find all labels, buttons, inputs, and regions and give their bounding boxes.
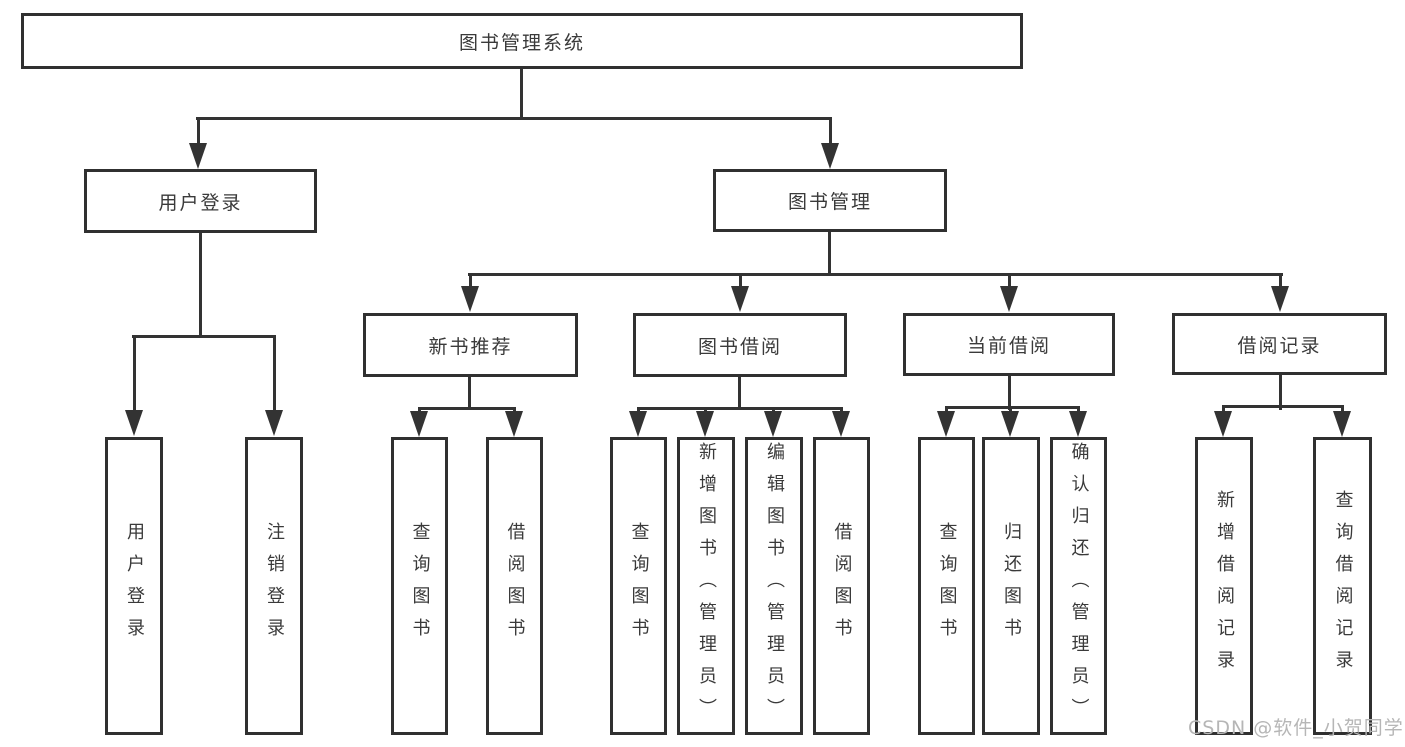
- leaf-borrow-edit-admin: 编辑图书（管理员）: [745, 437, 803, 735]
- connector-new-book-trunk: [468, 377, 471, 410]
- connector-book-borrow-trunk: [738, 377, 741, 410]
- node-user-login: 用户登录: [84, 169, 317, 233]
- leaf-newbook-query: 查询图书: [391, 437, 448, 735]
- leaf-newbook-query-label: 查询图书: [409, 522, 431, 650]
- arrowhead-borrow-add: [696, 411, 714, 437]
- connector-stem-borrow-query: [637, 407, 640, 413]
- connector-stem-current-return: [1009, 406, 1012, 413]
- leaf-current-return: 归还图书: [982, 437, 1040, 735]
- connector-stem-leaf-logout: [273, 335, 276, 412]
- node-borrow-records: 借阅记录: [1172, 313, 1387, 375]
- leaf-borrow-borrow-label: 借阅图书: [831, 522, 853, 650]
- connector-root-trunk: [520, 69, 523, 120]
- arrowhead-records-query: [1333, 411, 1351, 437]
- connector-stem-current-confirm: [1077, 406, 1080, 413]
- arrowhead-new-book: [461, 286, 479, 312]
- connector-stem-borrow-records: [1279, 273, 1282, 288]
- leaf-borrow-add-admin-label: 新增图书（管理员）: [696, 442, 717, 730]
- leaf-records-add: 新增借阅记录: [1195, 437, 1253, 735]
- connector-stem-current-borrow: [1008, 273, 1011, 288]
- node-current-borrow-label: 当前借阅: [966, 335, 1051, 357]
- leaf-logout: 注销登录: [245, 437, 303, 735]
- connector-stem-newbook-borrow: [513, 407, 516, 413]
- connector-new-book-bus: [418, 407, 516, 410]
- connector-stem-borrow-add: [704, 407, 707, 413]
- leaf-records-query-label: 查询借阅记录: [1332, 490, 1354, 682]
- leaf-current-confirm-admin: 确认归还（管理员）: [1050, 437, 1107, 735]
- node-new-book-recommend-label: 新书推荐: [428, 335, 513, 358]
- arrowhead-borrow-query: [629, 411, 647, 437]
- node-book-management-label: 图书管理: [787, 191, 872, 213]
- connector-level2-bus: [196, 117, 832, 120]
- arrowhead-newbook-borrow: [505, 411, 523, 437]
- connector-level3-bus: [468, 273, 1283, 276]
- connector-stem-current-query: [945, 406, 948, 413]
- leaf-borrow-query-label: 查询图书: [628, 522, 650, 650]
- leaf-borrow-add-admin: 新增图书（管理员）: [677, 437, 735, 735]
- connector-borrow-records-bus: [1222, 405, 1344, 408]
- arrowhead-leaf-login: [125, 410, 143, 436]
- arrowhead-current-return: [1001, 411, 1019, 437]
- arrowhead-current-borrow: [1000, 286, 1018, 312]
- connector-stem-book-management: [829, 117, 832, 146]
- connector-borrow-records-trunk: [1279, 375, 1282, 410]
- node-root-label: 图书管理系统: [458, 31, 585, 54]
- node-user-login-label: 用户登录: [158, 191, 243, 214]
- node-borrow-records-label: 借阅记录: [1237, 334, 1322, 357]
- leaf-current-confirm-admin-label: 确认归还（管理员）: [1068, 442, 1090, 730]
- connector-user-login-trunk: [199, 233, 202, 338]
- leaf-current-query-label: 查询图书: [936, 522, 958, 650]
- arrowhead-book-management: [821, 143, 839, 169]
- node-new-book-recommend: 新书推荐: [363, 313, 578, 377]
- connector-book-management-trunk: [828, 232, 831, 276]
- arrowhead-borrow-records: [1271, 286, 1289, 312]
- leaf-current-query: 查询图书: [918, 437, 975, 735]
- leaf-user-login-label: 用户登录: [124, 522, 145, 650]
- arrowhead-user-login: [189, 143, 207, 169]
- arrowhead-records-add: [1214, 411, 1232, 437]
- leaf-records-add-label: 新增借阅记录: [1214, 490, 1235, 682]
- arrowhead-newbook-query: [410, 411, 428, 437]
- connector-stem-records-add: [1222, 405, 1225, 413]
- connector-stem-user-login: [197, 117, 200, 146]
- connector-stem-records-query: [1341, 405, 1344, 413]
- leaf-borrow-borrow: 借阅图书: [813, 437, 870, 735]
- leaf-records-query: 查询借阅记录: [1313, 437, 1372, 735]
- connector-stem-leaf-login: [133, 335, 136, 412]
- node-book-borrow: 图书借阅: [633, 313, 847, 377]
- watermark: CSDN @软件_小贺同学: [1188, 717, 1404, 739]
- connector-stem-book-borrow: [739, 273, 742, 288]
- leaf-user-login: 用户登录: [105, 437, 163, 735]
- connector-user-login-bus: [132, 335, 276, 338]
- arrowhead-current-query: [937, 411, 955, 437]
- arrowhead-leaf-logout: [265, 410, 283, 436]
- leaf-newbook-borrow: 借阅图书: [486, 437, 543, 735]
- connector-stem-newbook-query: [418, 407, 421, 413]
- arrowhead-current-confirm: [1069, 411, 1087, 437]
- node-current-borrow: 当前借阅: [903, 313, 1115, 376]
- arrowhead-book-borrow: [731, 286, 749, 312]
- leaf-logout-label: 注销登录: [264, 522, 285, 650]
- connector-stem-borrow-edit: [772, 407, 775, 413]
- node-book-borrow-label: 图书借阅: [697, 335, 782, 358]
- connector-stem-borrow-borrow: [840, 407, 843, 413]
- connector-current-borrow-trunk: [1008, 376, 1011, 410]
- leaf-borrow-edit-admin-label: 编辑图书（管理员）: [764, 442, 785, 730]
- leaf-current-return-label: 归还图书: [1001, 522, 1022, 650]
- leaf-newbook-borrow-label: 借阅图书: [504, 522, 526, 650]
- connector-stem-new-book: [469, 273, 472, 288]
- node-book-management: 图书管理: [713, 169, 947, 232]
- arrowhead-borrow-edit: [764, 411, 782, 437]
- arrowhead-borrow-borrow: [832, 411, 850, 437]
- node-root: 图书管理系统: [21, 13, 1023, 69]
- connector-current-borrow-bus: [945, 406, 1080, 409]
- leaf-borrow-query: 查询图书: [610, 437, 667, 735]
- connector-book-borrow-bus: [637, 407, 843, 410]
